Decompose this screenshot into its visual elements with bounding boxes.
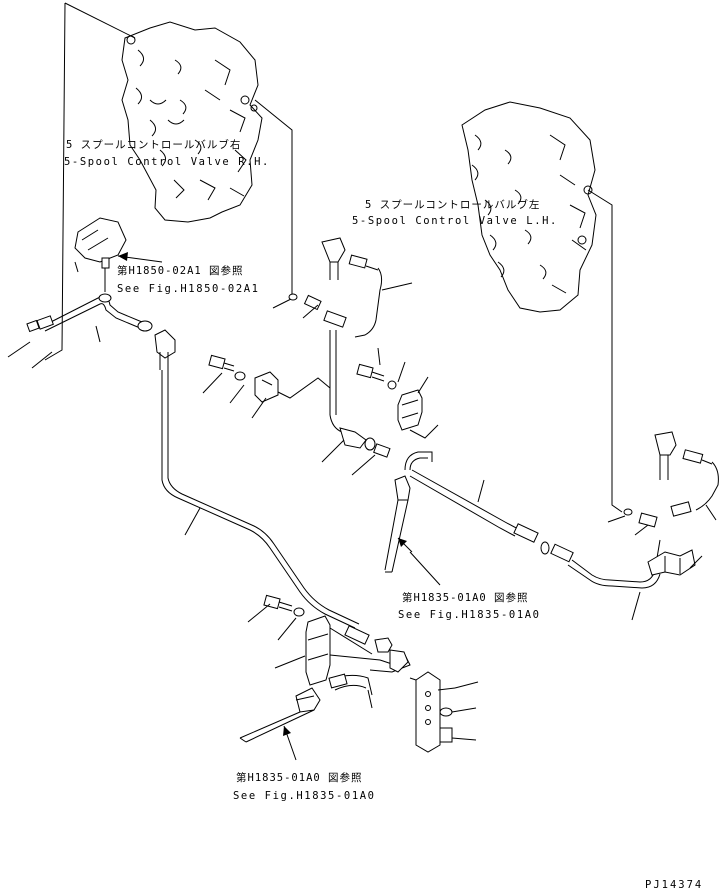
bolt-washer-set-1 — [202, 354, 246, 404]
left-pipe-assembly — [7, 268, 176, 370]
ref-h1835-center-label-en: See Fig.H1835-01A0 — [398, 609, 541, 621]
control-valve-lh — [461, 101, 597, 313]
right-fittings — [607, 431, 719, 576]
reference-arrows — [117, 252, 441, 761]
lower-clamp-set — [247, 594, 411, 686]
valve-lh-label-en: 5-Spool Control Valve L.H. — [352, 215, 558, 227]
valve-lh-label-jp: 5 スプールコントロールバルブ左 — [365, 199, 541, 211]
long-pipe-left — [161, 370, 356, 629]
hose-lower-left — [239, 687, 321, 743]
long-pipe-left-2 — [167, 370, 360, 625]
bolt-clamp-center-right — [356, 347, 439, 439]
long-pipe-right — [411, 469, 521, 531]
center-bent-pipe-2 — [409, 457, 428, 471]
hose-center — [384, 475, 411, 573]
frame-line-lh — [587, 189, 623, 513]
long-pipe-right-2 — [409, 475, 516, 537]
ref-h1850-label-en: See Fig.H1850-02A1 — [117, 283, 260, 295]
center-bent-pipe — [404, 451, 433, 471]
ref-h1835-lower-label-en: See Fig.H1835-01A0 — [233, 790, 376, 802]
pressure-switch — [74, 217, 127, 273]
drawing-number: PJ14374 — [645, 879, 704, 891]
ref-h1850-label-jp: 第H1850-02A1 図参照 — [117, 265, 244, 277]
center-fittings — [272, 237, 413, 476]
lower-hose-fitting — [328, 673, 373, 709]
valve-rh-label-en: 5-Spool Control Valve R.H. — [64, 156, 270, 168]
frame-line-rh-top — [64, 2, 136, 39]
frame-line-rh — [44, 2, 66, 361]
clamp-center-left — [251, 371, 331, 419]
mounting-bracket — [409, 671, 479, 753]
ref-h1835-lower-label-jp: 第H1835-01A0 図参照 — [236, 772, 363, 784]
ref-h1835-center-label-jp: 第H1835-01A0 図参照 — [402, 592, 529, 604]
frame-line-rh-right — [254, 99, 293, 295]
control-valve-rh — [121, 21, 263, 223]
valve-rh-label-jp: 5 スプールコントロールバルブ右 — [66, 139, 242, 151]
